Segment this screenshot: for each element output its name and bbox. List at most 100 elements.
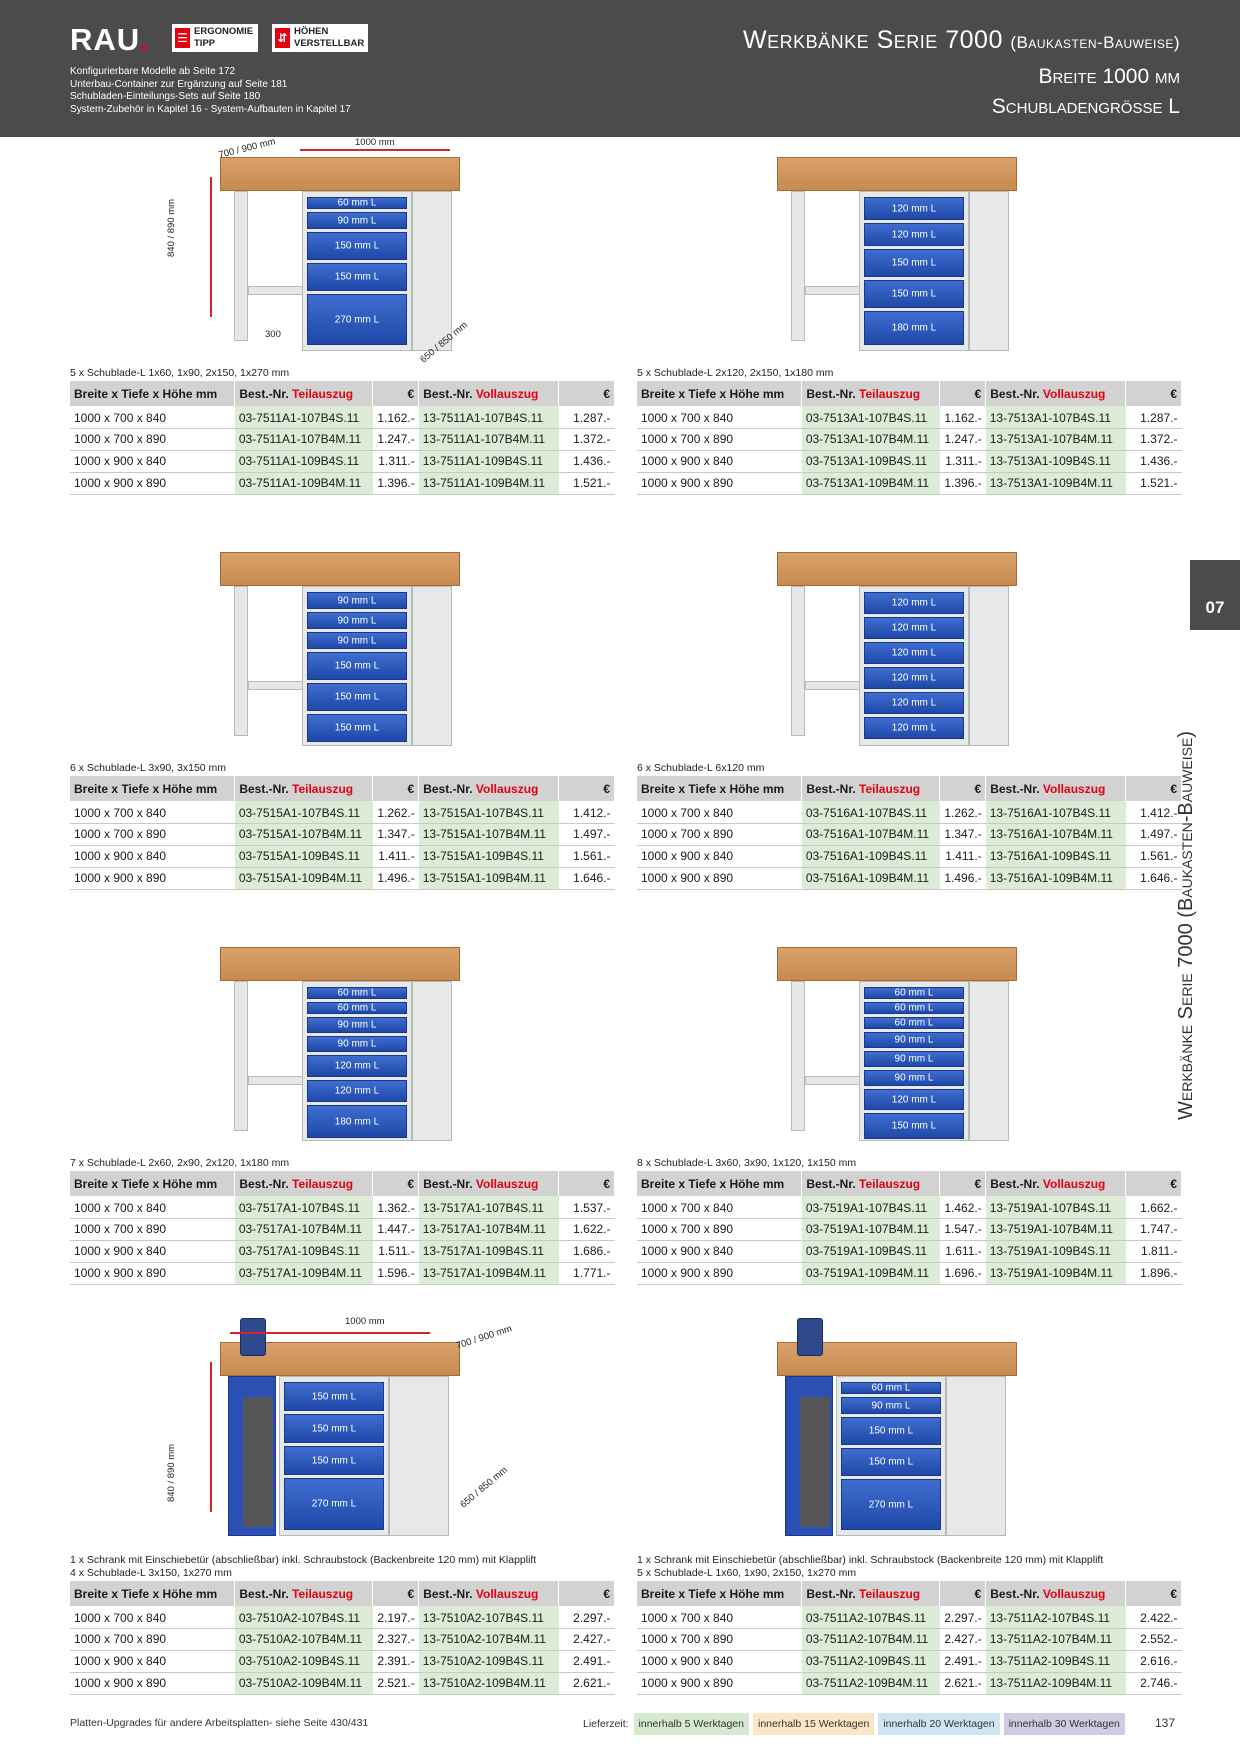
sliding-door-cabinet[interactable] [785, 1376, 833, 1536]
size-cell: 1000 x 700 x 840 [637, 1606, 802, 1629]
drawer-front[interactable]: 120 mm L [307, 1055, 407, 1077]
drawer-front[interactable]: 90 mm L [307, 592, 407, 609]
drawer-front[interactable]: 150 mm L [307, 714, 407, 742]
article-number-cell: 13-7513A1-109B4S.11 [985, 450, 1126, 473]
drawer-front[interactable]: 90 mm L [864, 1070, 964, 1086]
price-cell: 1.372.- [1125, 428, 1182, 451]
price-cell: 1.362.- [372, 1196, 419, 1219]
width-dimension-line [230, 1332, 430, 1334]
drawer-front[interactable]: 150 mm L [284, 1382, 384, 1411]
article-number-cell: 13-7511A1-107B4S.11 [418, 406, 559, 429]
drawer-front[interactable]: 120 mm L [864, 692, 964, 714]
column-header: Best.-Nr. Teilauszug [234, 776, 374, 801]
caption-line: 6 x Schublade-L 3x90, 3x150 mm [70, 762, 227, 774]
price-cell: 1.347.- [372, 823, 419, 846]
drawer-front[interactable]: 120 mm L [864, 642, 964, 664]
drawer-front[interactable]: 90 mm L [307, 1017, 407, 1033]
column-header: Best.-Nr. Vollauszug [418, 1171, 560, 1196]
caption-line: 7 x Schublade-L 2x60, 2x90, 2x120, 1x180… [70, 1157, 290, 1169]
drawer-label: 60 mm L [894, 1002, 934, 1014]
drawer-front[interactable]: 60 mm L [307, 1002, 407, 1014]
drawer-front[interactable]: 270 mm L [841, 1479, 941, 1530]
drawer-front[interactable]: 150 mm L [307, 232, 407, 260]
width-dimension: 1000 mm [345, 1316, 385, 1327]
drawer-front[interactable]: 60 mm L [864, 987, 964, 999]
drawer-front[interactable]: 90 mm L [864, 1032, 964, 1048]
bench-crossbar [248, 1076, 303, 1085]
drawer-front[interactable]: 150 mm L [841, 1448, 941, 1476]
drawer-front[interactable]: 150 mm L [307, 263, 407, 291]
product-caption: 8 x Schublade-L 3x60, 3x90, 1x120, 1x150… [637, 1157, 1182, 1171]
drawer-front[interactable]: 90 mm L [307, 1036, 407, 1052]
drawer-front[interactable]: 60 mm L [841, 1382, 941, 1394]
cabinet-side-panel [969, 586, 1009, 746]
cabinet-side-panel [412, 191, 452, 351]
article-number-cell: 03-7510A2-107B4M.11 [234, 1628, 373, 1651]
drawer-front[interactable]: 120 mm L [864, 592, 964, 614]
price-cell: 1.496.- [939, 867, 986, 890]
drawer-front[interactable]: 90 mm L [307, 612, 407, 629]
drawer-front[interactable]: 60 mm L [864, 1002, 964, 1014]
chapter-tab[interactable]: 07 [1190, 560, 1240, 630]
size-cell: 1000 x 900 x 840 [70, 450, 235, 473]
drawer-front[interactable]: 150 mm L [307, 652, 407, 680]
price-cell: 1.287.- [1125, 406, 1182, 429]
drawer-front[interactable]: 90 mm L [307, 632, 407, 649]
drawer-front[interactable]: 270 mm L [284, 1478, 384, 1530]
drawer-front[interactable]: 120 mm L [307, 1080, 407, 1102]
drawer-front[interactable]: 150 mm L [841, 1417, 941, 1445]
drawer-front[interactable]: 120 mm L [864, 197, 964, 220]
article-number-cell: 03-7515A1-109B4S.11 [234, 845, 373, 868]
price-cell: 1.596.- [372, 1262, 419, 1285]
column-header: € [558, 776, 615, 801]
sliding-door-cabinet[interactable] [228, 1376, 276, 1536]
drawer-front[interactable]: 180 mm L [864, 311, 964, 345]
workbench-illustration: 60 mm L 60 mm L 60 mm L 90 mm L 90 mm L 90 mm… [637, 927, 1182, 1157]
drawer-front[interactable]: 120 mm L [864, 223, 964, 246]
drawer-front[interactable]: 60 mm L [864, 1017, 964, 1029]
drawer-front[interactable]: 180 mm L [307, 1105, 407, 1138]
column-header: Best.-Nr. Vollauszug [418, 381, 560, 406]
drawer-front[interactable]: 60 mm L [307, 197, 407, 209]
price-cell: 1.521.- [558, 472, 615, 495]
size-cell: 1000 x 700 x 840 [70, 801, 235, 824]
drawer-label: 90 mm L [894, 1053, 934, 1065]
drawer-front[interactable]: 90 mm L [841, 1397, 941, 1414]
article-number-cell: 13-7510A2-109B4M.11 [418, 1672, 559, 1695]
drawer-front[interactable]: 120 mm L [864, 1089, 964, 1110]
column-header: € [558, 1581, 615, 1606]
drawer-label: 150 mm L [334, 691, 380, 703]
price-cell: 1.247.- [372, 428, 419, 451]
drawer-front[interactable]: 150 mm L [307, 683, 407, 711]
drawer-front[interactable]: 150 mm L [864, 280, 964, 308]
bench-leg [234, 191, 248, 341]
product-caption: 6 x Schublade-L 3x90, 3x150 mm [70, 762, 615, 776]
drawer-front[interactable]: 60 mm L [307, 987, 407, 999]
drawer-front[interactable]: 150 mm L [284, 1414, 384, 1443]
caption-line: 8 x Schublade-L 3x60, 3x90, 1x120, 1x150… [637, 1157, 857, 1169]
column-header: Breite x Tiefe x Höhe mm [637, 1581, 803, 1606]
drawer-label: 150 mm L [891, 288, 937, 300]
drawer-front[interactable]: 150 mm L [864, 249, 964, 277]
article-number-cell: 13-7513A1-107B4S.11 [985, 406, 1126, 429]
size-cell: 1000 x 700 x 840 [637, 801, 802, 824]
drawer-front[interactable]: 150 mm L [864, 1113, 964, 1139]
column-header: Best.-Nr. Vollauszug [985, 381, 1127, 406]
drawer-front[interactable]: 90 mm L [307, 212, 407, 229]
drawer-front[interactable]: 120 mm L [864, 717, 964, 739]
price-cell: 1.262.- [372, 801, 419, 824]
drawer-front[interactable]: 120 mm L [864, 617, 964, 639]
column-header: € [1125, 381, 1182, 406]
drawer-label: 150 mm L [311, 1391, 357, 1402]
drawer-front[interactable]: 120 mm L [864, 667, 964, 689]
drawer-front[interactable]: 150 mm L [284, 1446, 384, 1475]
drawer-front[interactable]: 270 mm L [307, 294, 407, 345]
page-number: 137 [1155, 1716, 1176, 1730]
drawer-front[interactable]: 90 mm L [864, 1051, 964, 1067]
article-number-cell: 13-7511A2-109B4M.11 [985, 1672, 1126, 1695]
